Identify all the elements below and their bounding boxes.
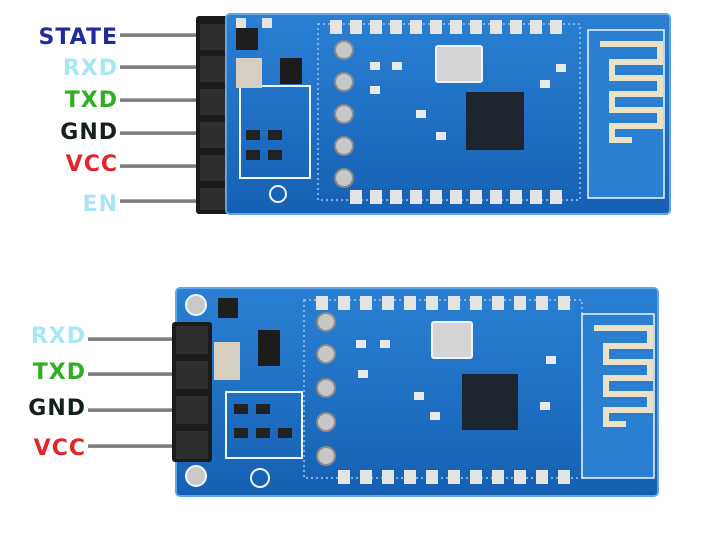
bottom-round-pads (316, 312, 336, 466)
top-pin-label-txd: TXD (64, 88, 118, 113)
top-pin-label-gnd: GND (60, 120, 118, 145)
bottom-antenna-trace (594, 325, 653, 427)
top-antenna-area (587, 29, 665, 199)
bottom-pin-header (172, 322, 212, 462)
bottom-pin-label-gnd: GND (28, 396, 86, 421)
top-round-pads (334, 40, 354, 188)
top-crystal (435, 45, 483, 83)
bottom-edge-pads (350, 190, 562, 204)
top-pin-label-en: EN (82, 192, 118, 217)
bottom-pin-label-vcc: VCC (33, 436, 86, 461)
top-pin-leads (120, 33, 202, 203)
bottom-main-chip (462, 374, 518, 430)
top-pin-label-rxd: RXD (62, 56, 118, 81)
bottom-crystal (431, 321, 473, 359)
top-pin-label-state: STATE (38, 25, 118, 50)
bottom-pin-label-rxd: RXD (30, 324, 86, 349)
bottom-module-top-pads (316, 296, 570, 310)
bottom-module-bottom-pads (338, 470, 570, 484)
top-module (120, 13, 671, 215)
bottom-module (88, 287, 659, 497)
bottom-pin-leads (88, 337, 180, 448)
top-main-chip (466, 92, 524, 150)
bottom-pin-label-txd: TXD (32, 360, 86, 385)
top-edge-pads (236, 18, 562, 34)
top-antenna-trace (600, 41, 663, 143)
top-pin-label-vcc: VCC (65, 152, 118, 177)
